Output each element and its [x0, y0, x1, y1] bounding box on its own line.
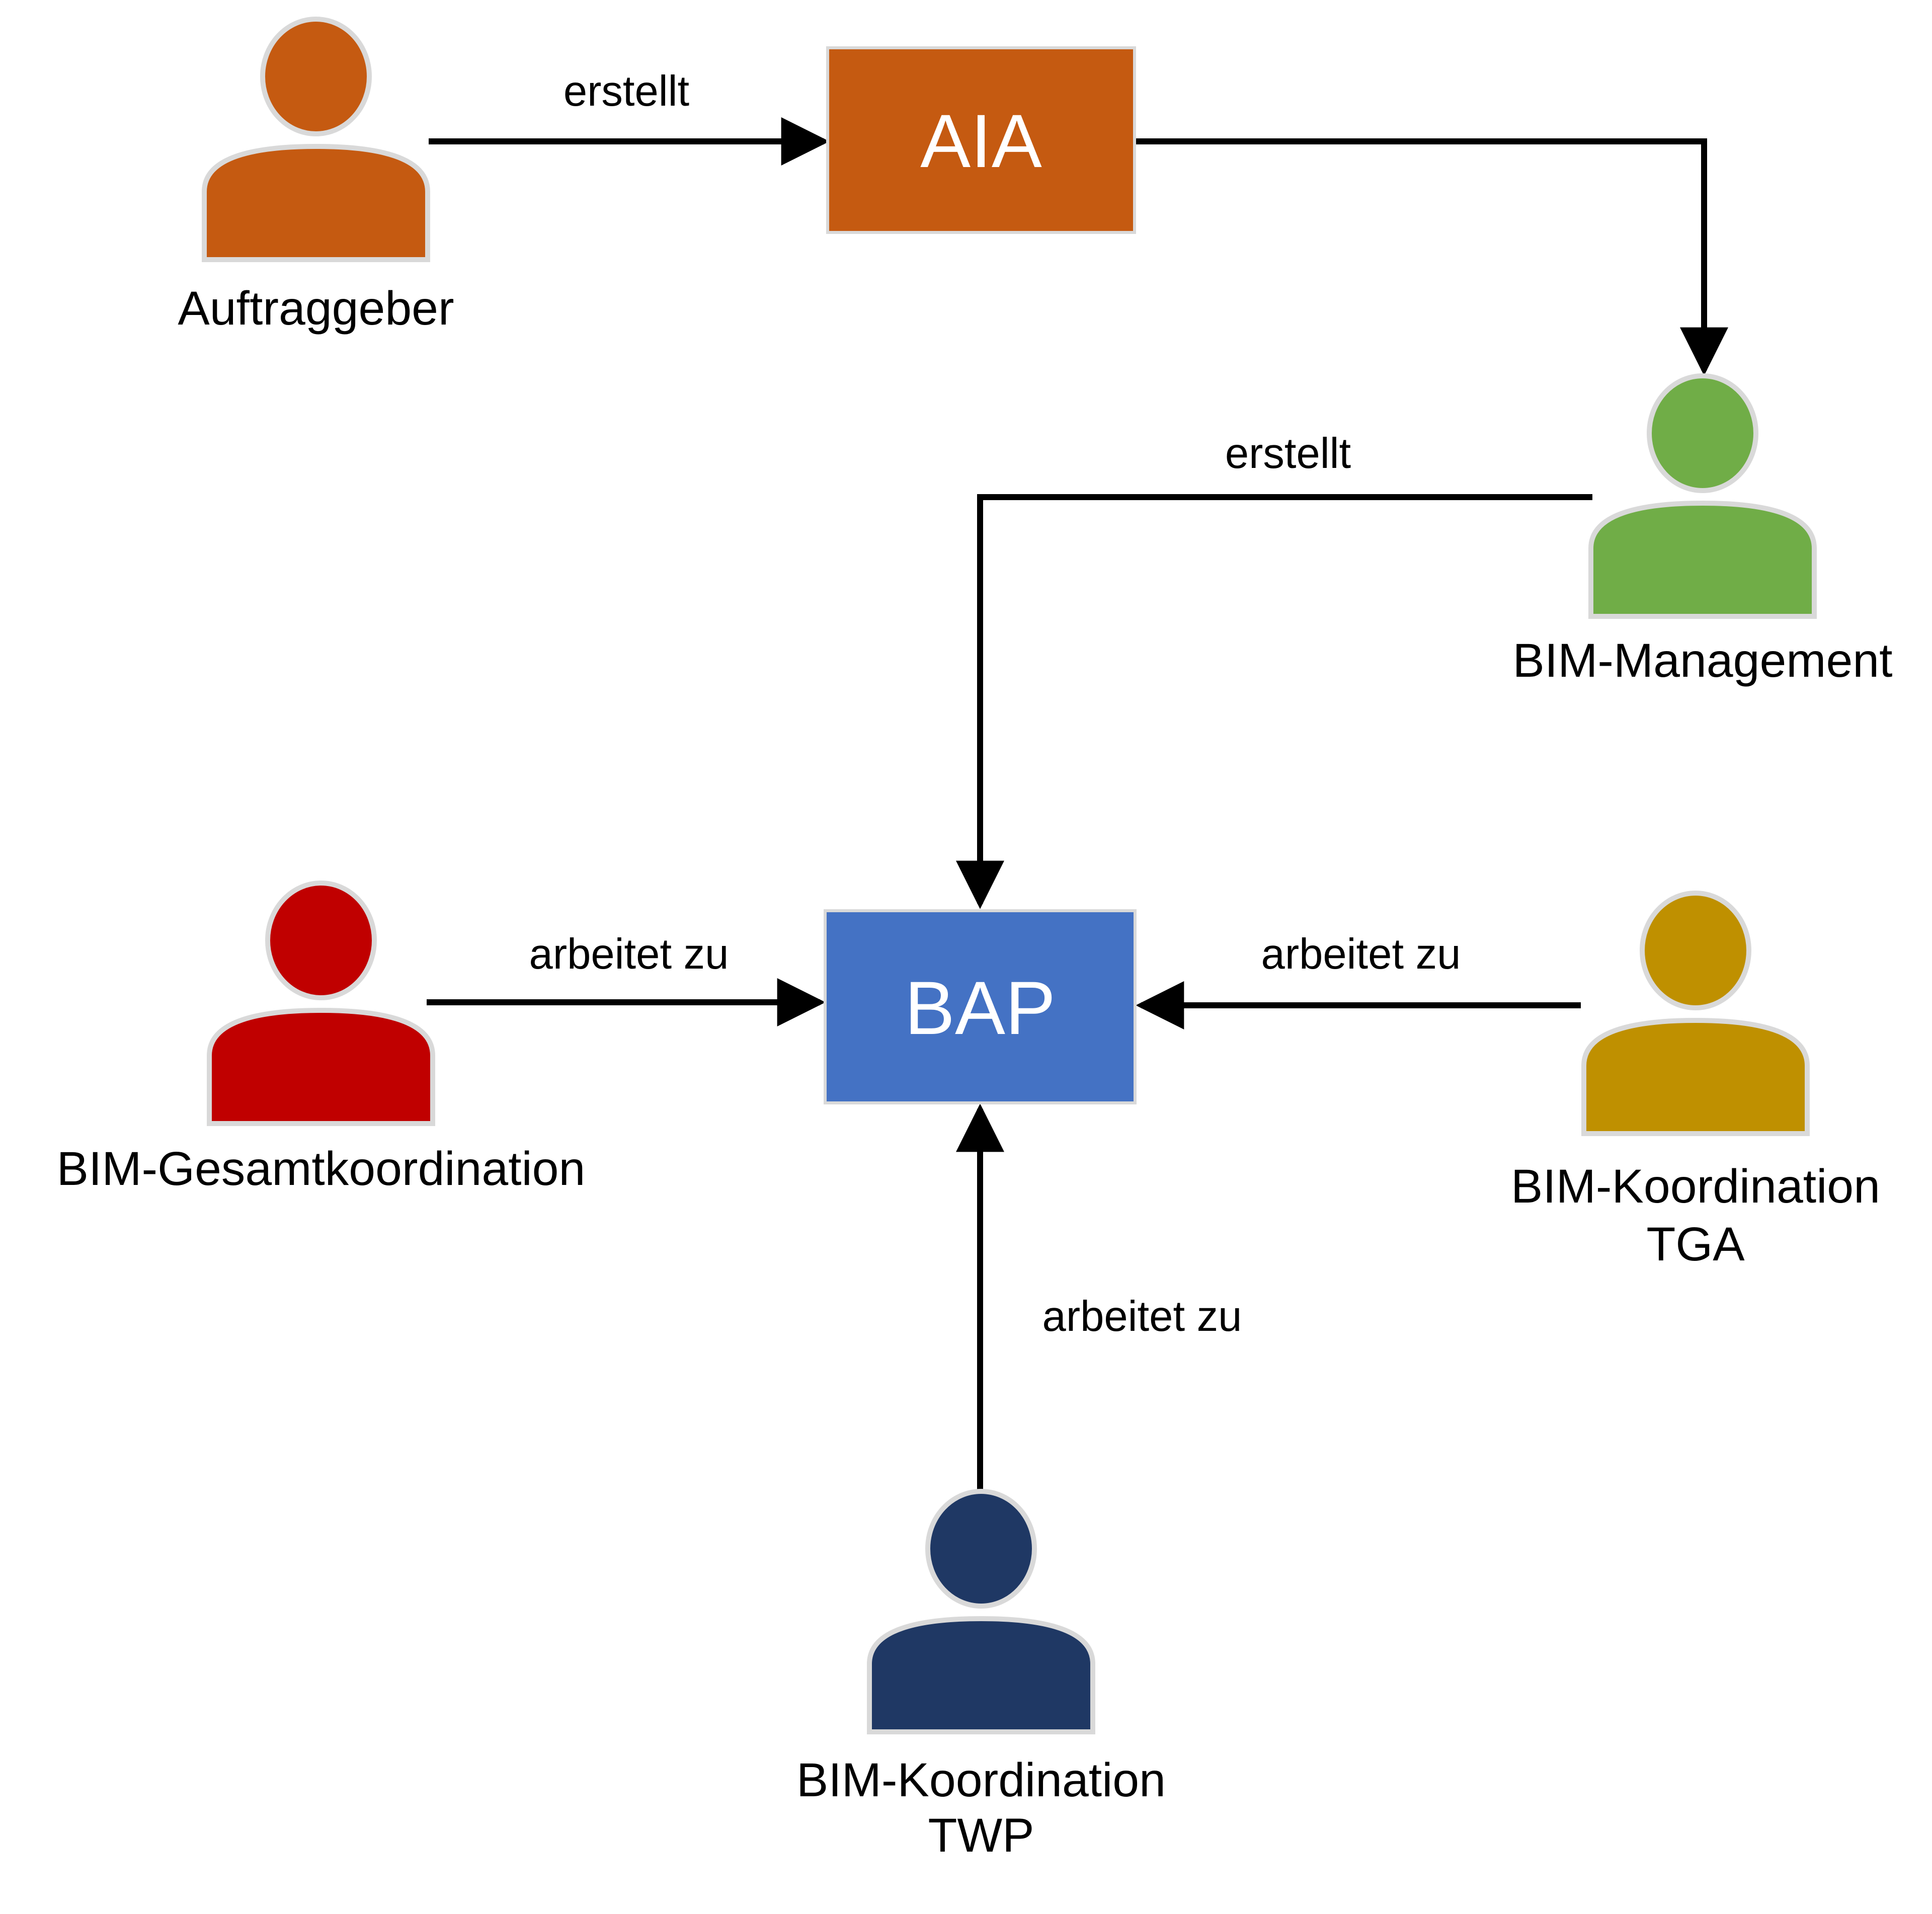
label-bim-management: BIM-Management: [1512, 634, 1892, 687]
label-auftraggeber: Auftraggeber: [178, 282, 454, 335]
person-icon-auftraggeber: [202, 17, 430, 262]
label-bim-koordination-tga-line1: BIM-Koordination: [1511, 1160, 1880, 1213]
bap-box: BAP: [824, 909, 1137, 1104]
label-bim-koordination-tga-line2: TGA: [1646, 1218, 1745, 1271]
label-bim-koordination-twp-line2: TWP: [928, 1809, 1034, 1862]
person-body-shape: [1588, 500, 1817, 619]
person-head-shape: [1640, 891, 1751, 1010]
aia-box-rect: [826, 46, 1136, 234]
person-body-shape: [202, 143, 430, 262]
person-head-shape: [265, 881, 377, 1000]
person-icon-bim-koordination-tga: [1581, 891, 1810, 1136]
bap-box-rect: [824, 909, 1137, 1104]
label-bim-koordination-twp-line1: BIM-Koordination: [796, 1753, 1166, 1807]
person-body-shape: [1581, 1017, 1810, 1136]
edge-label-erstellt-bap: erstellt: [1225, 430, 1351, 477]
edge-label-arbeitet-zu-left: arbeitet zu: [529, 930, 729, 978]
person-icon-bim-koordination-twp: [867, 1489, 1095, 1734]
edge-label-arbeitet-zu-right: arbeitet zu: [1261, 930, 1461, 978]
person-icon-bim-gesamtkoordination: [207, 881, 435, 1126]
aia-box-label: AIA: [920, 99, 1042, 183]
arrow-bim-management-to-bap: [956, 494, 1592, 909]
person-head-shape: [1647, 373, 1758, 493]
label-bim-gesamtkoordination: BIM-Gesamtkoordination: [57, 1142, 586, 1195]
person-icon-bim-management: [1588, 373, 1817, 619]
edge-label-erstellt-aia: erstellt: [564, 67, 689, 115]
person-body-shape: [867, 1616, 1095, 1734]
person-head-shape: [260, 17, 372, 136]
person-head-shape: [925, 1489, 1037, 1609]
edge-label-arbeitet-zu-bottom: arbeitet zu: [1042, 1293, 1242, 1340]
aia-box: AIA: [826, 46, 1136, 234]
person-body-shape: [207, 1007, 435, 1126]
bap-box-label: BAP: [905, 966, 1056, 1050]
arrow-aia-to-bim-management: [1136, 138, 1728, 376]
